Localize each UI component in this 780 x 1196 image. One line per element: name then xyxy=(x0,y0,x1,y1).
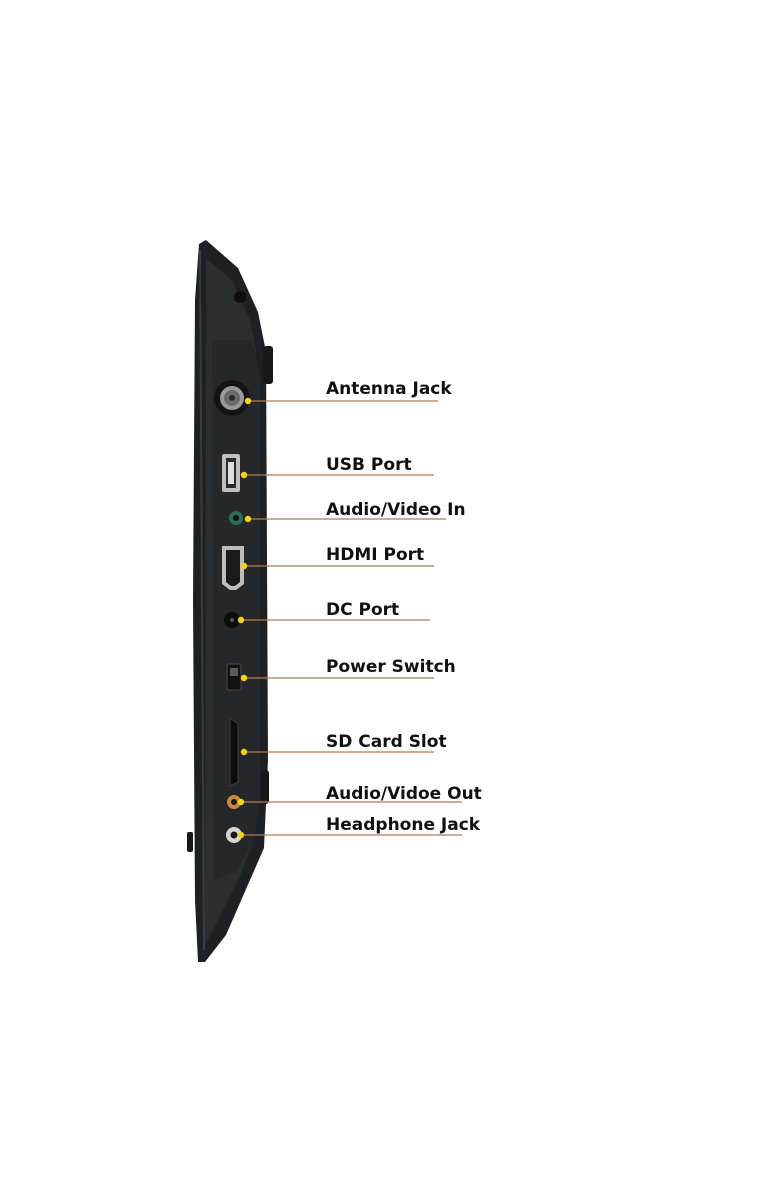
dc-port-socket xyxy=(224,612,240,628)
usb-port-callout-dot xyxy=(240,471,248,479)
headphone-jack-label: Headphone Jack xyxy=(326,815,481,835)
sd-card-slot-callout-dot xyxy=(240,748,248,756)
antenna-jack-label: Antenna Jack xyxy=(326,379,452,399)
callout-leaders xyxy=(237,397,462,839)
side-button xyxy=(261,770,269,804)
hdmi-port-callout-dot xyxy=(240,562,248,570)
audio-video-out-socket xyxy=(227,795,241,809)
hdmi-port-label: HDMI Port xyxy=(326,545,425,565)
sd-card-slot-opening xyxy=(229,717,239,787)
power-switch-label: Power Switch xyxy=(326,657,456,677)
audio-video-out-callout-dot xyxy=(237,798,245,806)
sd-card-slot-label: SD Card Slot xyxy=(326,732,447,752)
dc-port-label: DC Port xyxy=(326,600,400,620)
tv-body xyxy=(187,240,273,962)
antenna-jack-callout-dot xyxy=(244,397,252,405)
side-button xyxy=(263,346,273,384)
power-switch-callout-dot xyxy=(240,674,248,682)
audio-video-in-label: Audio/Video In xyxy=(326,500,466,520)
audio-video-out-label: Audio/Vidoe Out xyxy=(326,784,482,804)
power-switch-toggle xyxy=(226,663,242,691)
usb-port-label: USB Port xyxy=(326,455,412,475)
audio-video-in-callout-dot xyxy=(244,515,252,523)
audio-video-in-socket xyxy=(229,511,243,525)
usb-port-socket xyxy=(222,454,240,492)
headphone-jack-callout-dot xyxy=(237,831,245,839)
headphone-jack-socket xyxy=(226,827,242,843)
side-button xyxy=(187,832,193,852)
antenna-jack-port xyxy=(214,380,250,416)
hdmi-port-socket xyxy=(222,546,244,590)
dc-port-callout-dot xyxy=(237,616,245,624)
mount-hole xyxy=(234,291,246,303)
